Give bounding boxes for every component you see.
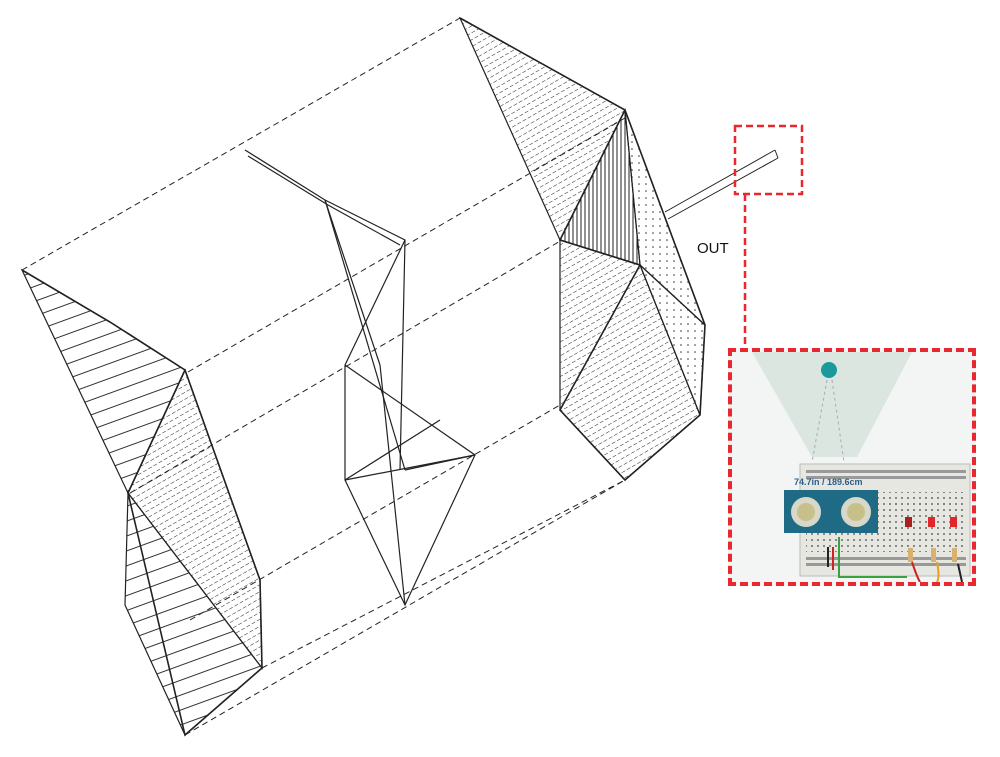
middle-truss-layer bbox=[244, 149, 476, 607]
led bbox=[905, 517, 912, 527]
breadboard-sensor-illustration bbox=[752, 352, 971, 582]
left-panel-layer bbox=[20, 268, 263, 737]
detection-cone bbox=[752, 352, 912, 457]
distance-readout: 74.7in / 189.6cm bbox=[794, 477, 863, 487]
out-duct bbox=[664, 149, 779, 220]
detail-callout-box bbox=[733, 124, 804, 196]
led bbox=[950, 517, 957, 527]
out-label: OUT bbox=[697, 240, 729, 257]
sensor-detail-inset bbox=[728, 348, 976, 586]
target-dot bbox=[821, 362, 837, 378]
right-skin-layer bbox=[458, 16, 706, 482]
led bbox=[928, 517, 935, 527]
